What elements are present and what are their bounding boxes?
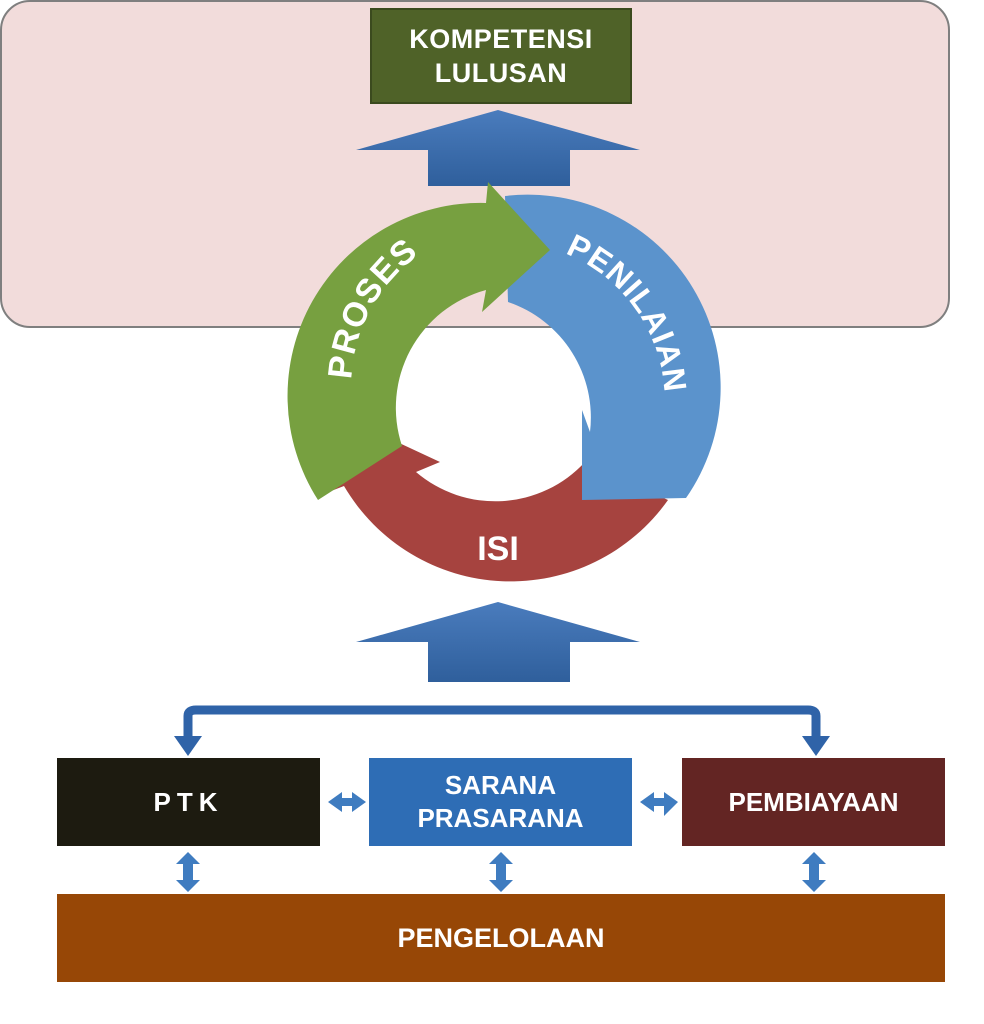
penilaian-arc (505, 194, 721, 501)
kompetensi-label: KOMPETENSI (409, 24, 593, 54)
pembiayaan-box: PEMBIAYAAN (682, 758, 945, 846)
sarana-pengelolaan-double-arrow (489, 852, 513, 892)
sarana-label: SARANA (444, 770, 557, 800)
kompetensi-lulusan-box: KOMPETENSI LULUSAN (370, 8, 632, 104)
pembiayaan-label: PEMBIAYAAN (728, 786, 899, 817)
ptk-label: PTK (153, 786, 224, 817)
prasarana-label: PRASARANA (417, 803, 584, 833)
ptk-box: PTK (57, 758, 320, 846)
upper-up-arrow (356, 110, 640, 186)
bracket-left-arrowhead (174, 736, 202, 756)
bracket-connector (183, 705, 821, 740)
ptk-pengelolaan-double-arrow (176, 852, 200, 892)
pengelolaan-label: PENGELOLAAN (397, 922, 605, 953)
lower-up-arrow (356, 602, 640, 682)
sarana-prasarana-box: SARANA PRASARANA (369, 758, 632, 846)
proses-arc (287, 182, 550, 500)
pembiayaan-pengelolaan-double-arrow (802, 852, 826, 892)
pengelolaan-box: PENGELOLAAN (57, 894, 945, 982)
isi-arc (318, 420, 668, 582)
isi-label: ISI (477, 530, 519, 568)
lulusan-label: LULUSAN (434, 58, 568, 88)
sarana-pembiayaan-double-arrow (640, 792, 678, 816)
ptk-sarana-double-arrow (328, 792, 366, 812)
bracket-right-arrowhead (802, 736, 830, 756)
